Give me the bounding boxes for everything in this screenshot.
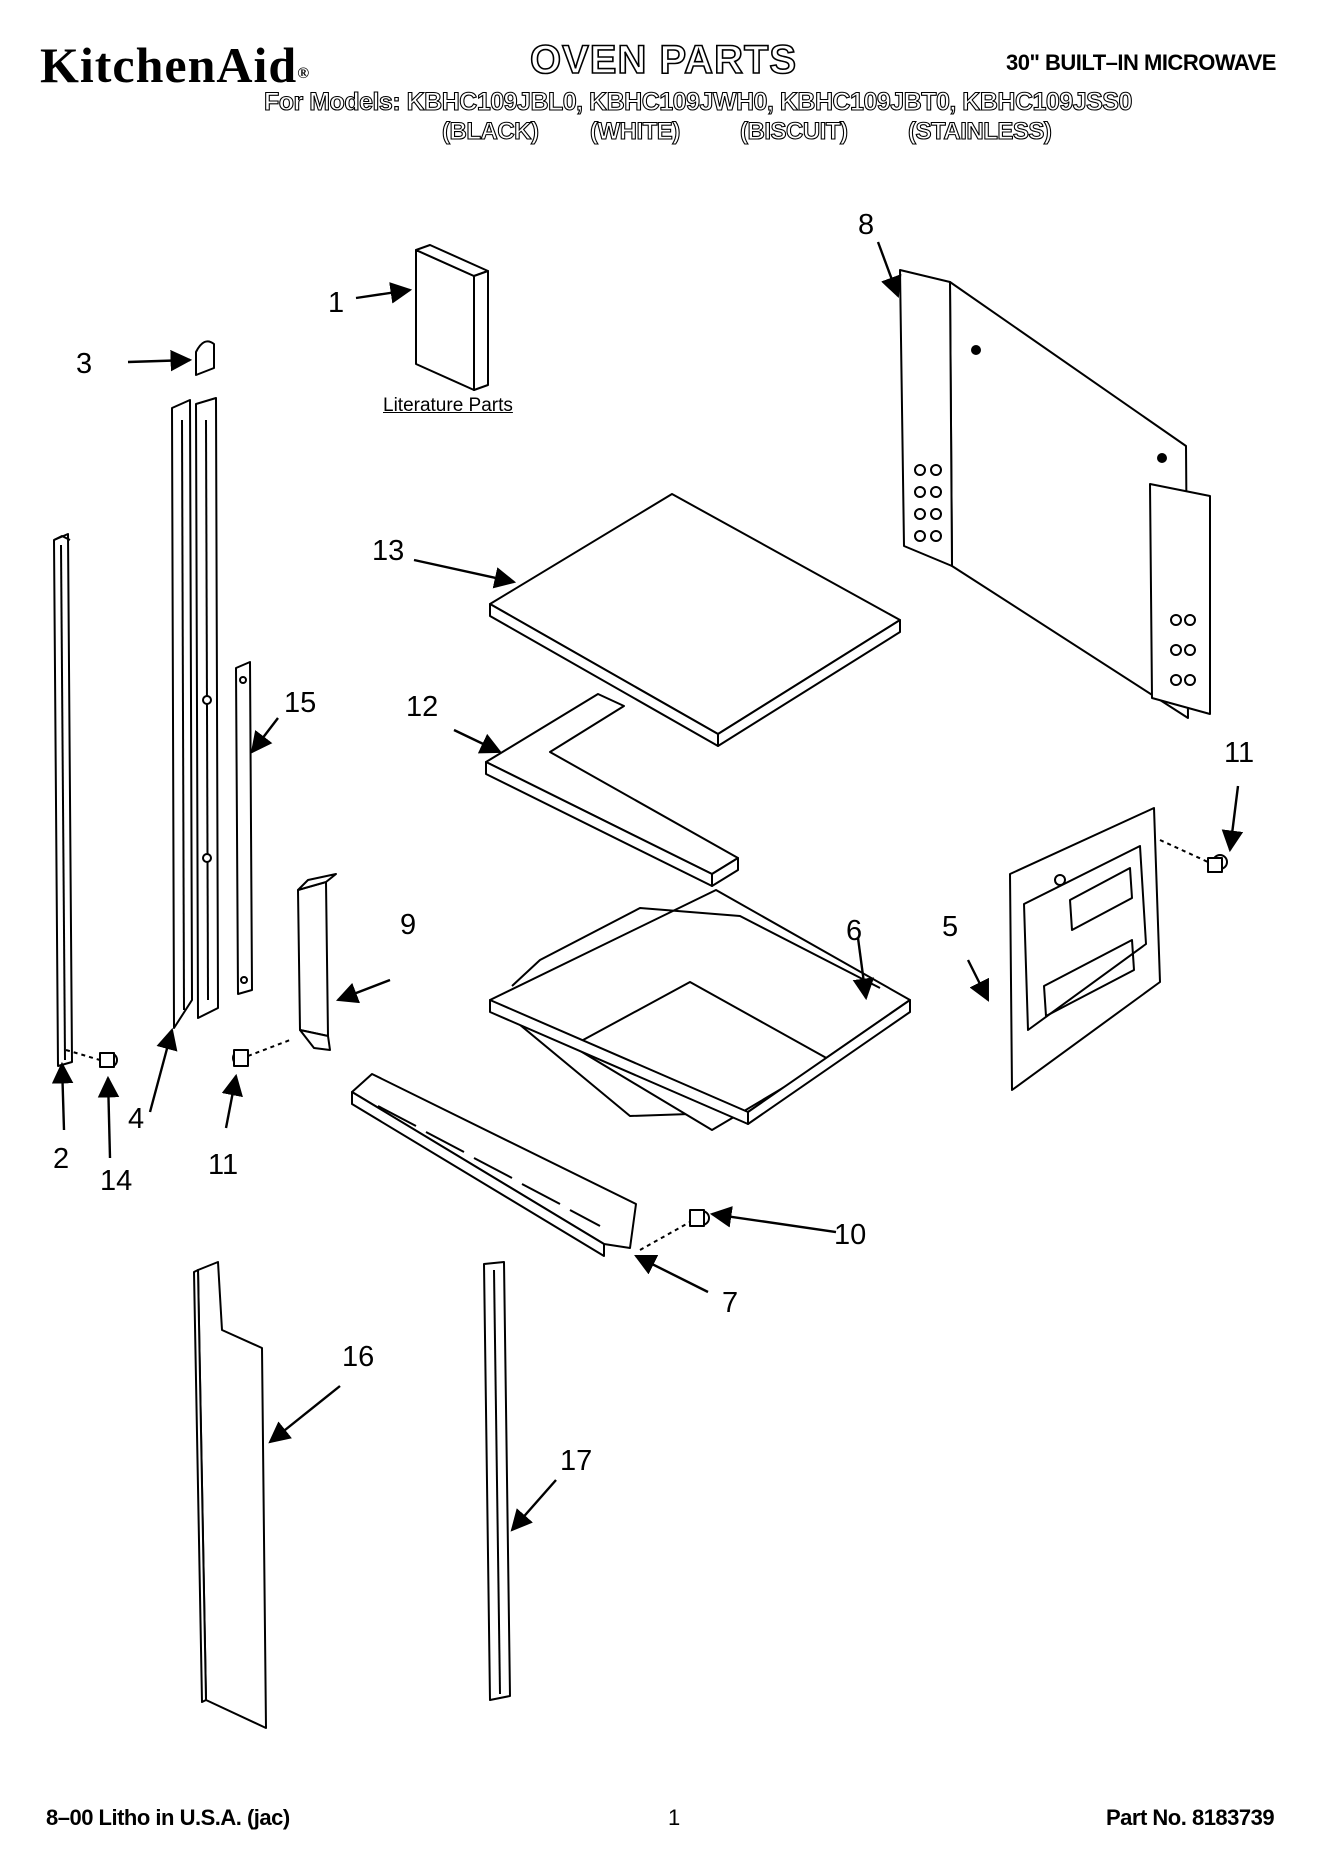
brand-name: KitchenAid [40, 37, 298, 93]
part-label-17: 17 [560, 1445, 592, 1477]
part-label-5: 5 [942, 911, 958, 943]
callout-arrows [51, 241, 1244, 1532]
screw-part-10 [639, 1209, 710, 1251]
literature-parts-text: Literature Parts [383, 395, 513, 416]
part-label-3: 3 [76, 348, 92, 380]
part-label-1: 1 [328, 287, 344, 319]
registered-mark: ® [297, 65, 311, 82]
part-number: Part No. 8183739 [1106, 1805, 1275, 1830]
narrow-trim-part [483, 1261, 511, 1701]
part-label-7: 7 [722, 1287, 738, 1319]
part-label-6: 6 [846, 915, 862, 947]
top-panel-part [489, 493, 901, 747]
l-frame-part [485, 693, 739, 887]
tray-part [489, 889, 911, 1131]
part-label-12: 12 [406, 691, 438, 723]
product-name: 30" BUILT–IN MICROWAVE [1006, 50, 1276, 75]
part-label-10: 10 [834, 1219, 866, 1251]
models-line: For Models: KBHC109JBL0, KBHC109JWH0, KB… [263, 87, 1132, 116]
end-cap-part [195, 340, 215, 376]
bracket-part [297, 873, 337, 1051]
part-label-2: 2 [53, 1143, 69, 1175]
part-label-4: 4 [128, 1103, 144, 1135]
side-trim-part [171, 397, 219, 1029]
finish-black: (BLACK) [441, 117, 539, 145]
litho-note: 8–00 Litho in U.S.A. (jac) [46, 1805, 290, 1830]
screw-part-11-right [1159, 839, 1228, 873]
front-trim-bar-part [351, 1073, 637, 1257]
rear-panel-part [1009, 807, 1161, 1091]
part-label-16: 16 [342, 1341, 374, 1373]
part-label-13: 13 [372, 535, 404, 567]
part-label-8: 8 [858, 209, 874, 241]
finish-stainless: (STAINLESS) [907, 117, 1052, 145]
finish-white: (WHITE) [589, 117, 680, 145]
brand-logo: KitchenAid® [40, 36, 310, 94]
part-label-11-left: 11 [208, 1149, 238, 1181]
page-number: 1 [668, 1805, 680, 1830]
literature-parts-label: Literature Parts [383, 395, 513, 417]
screw-part-14 [65, 1049, 118, 1068]
part-label-15: 15 [284, 687, 316, 719]
part-number-labels: 1 2 3 4 5 6 7 8 9 10 11 11 12 13 14 15 1… [53, 209, 1254, 1477]
screw-part-11-left [232, 1039, 291, 1067]
page-title: OVEN PARTS [529, 37, 798, 83]
narrow-strip-part [235, 661, 253, 995]
part-label-9: 9 [400, 909, 416, 941]
side-panel-part [899, 269, 1211, 719]
finish-biscuit: (BISCUIT) [739, 117, 848, 145]
left-trim-strip-part [53, 533, 73, 1067]
wide-trim-part [193, 1261, 267, 1729]
part-label-14: 14 [100, 1165, 132, 1197]
literature-booklet-part [415, 244, 489, 391]
part-label-11-right: 11 [1224, 737, 1254, 769]
